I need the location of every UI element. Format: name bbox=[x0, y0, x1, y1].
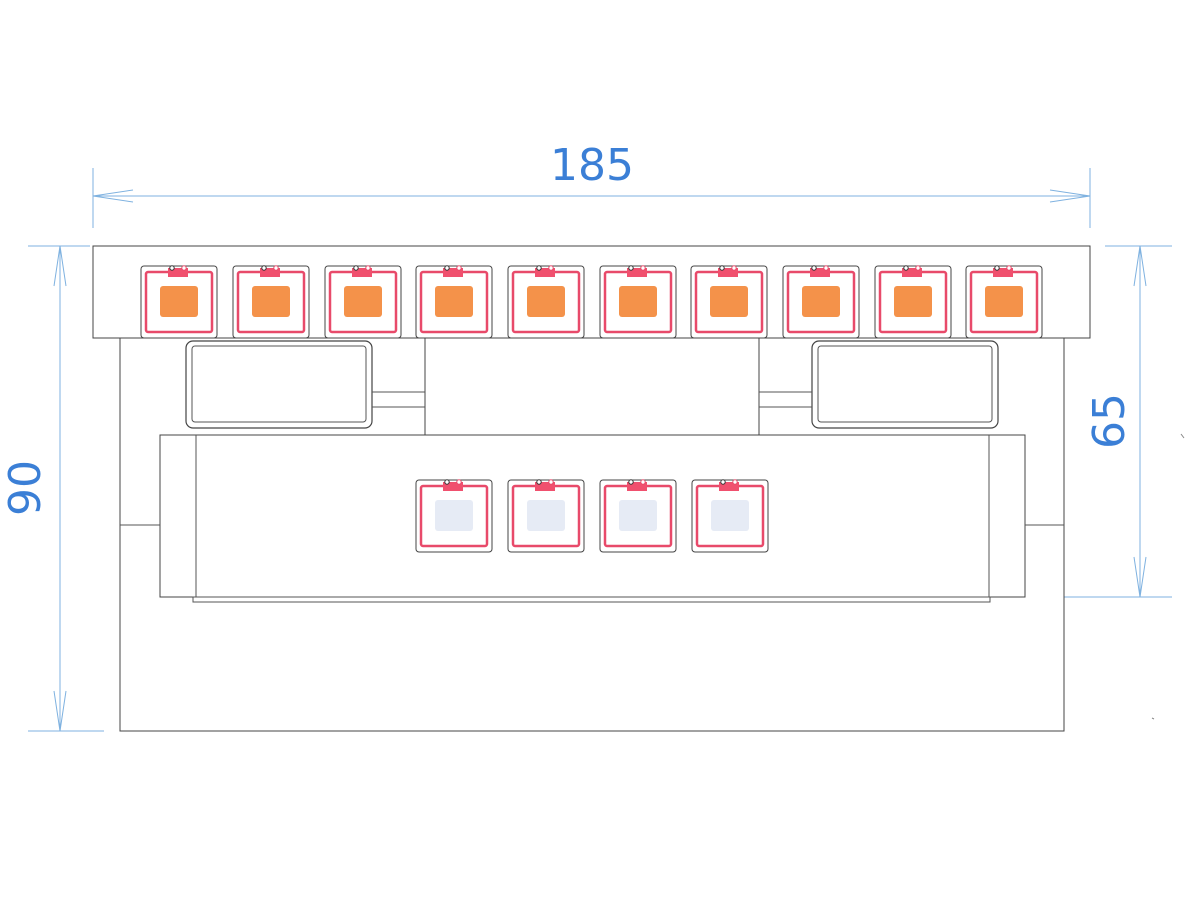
dimension-overall-height: 90 bbox=[0, 245, 104, 732]
top-module-9 bbox=[874, 265, 952, 339]
top-module-3 bbox=[324, 265, 402, 339]
left-upper-box bbox=[185, 340, 373, 429]
top-module-4 bbox=[415, 265, 493, 339]
lower-counter bbox=[159, 434, 1026, 598]
top-module-2 bbox=[232, 265, 310, 339]
connector-right bbox=[759, 391, 812, 408]
right-upper-box bbox=[811, 340, 999, 429]
dimension-inner-height: 65 bbox=[1040, 245, 1172, 598]
top-module-6 bbox=[599, 265, 677, 339]
dimension-overall-height-label: 90 bbox=[0, 460, 51, 516]
left-upper-box-inner bbox=[191, 345, 367, 423]
dimension-inner-height-label: 65 bbox=[1084, 393, 1135, 449]
bottom-row-modules bbox=[415, 479, 769, 553]
top-module-5 bbox=[507, 265, 585, 339]
lower-counter-base bbox=[192, 596, 991, 603]
connector-left bbox=[372, 391, 425, 408]
top-module-10 bbox=[965, 265, 1043, 339]
top-module-7 bbox=[690, 265, 768, 339]
top-row-modules bbox=[140, 265, 1043, 339]
top-module-1 bbox=[140, 265, 218, 339]
dimension-overall-width: 185 bbox=[92, 140, 1091, 228]
bottom-module-4 bbox=[691, 479, 769, 553]
bottom-module-3 bbox=[599, 479, 677, 553]
bottom-module-2 bbox=[507, 479, 585, 553]
bottom-module-1 bbox=[415, 479, 493, 553]
right-upper-box-inner bbox=[817, 345, 993, 423]
center-block bbox=[424, 337, 760, 436]
top-module-8 bbox=[782, 265, 860, 339]
dimension-overall-width-label: 185 bbox=[550, 140, 634, 191]
